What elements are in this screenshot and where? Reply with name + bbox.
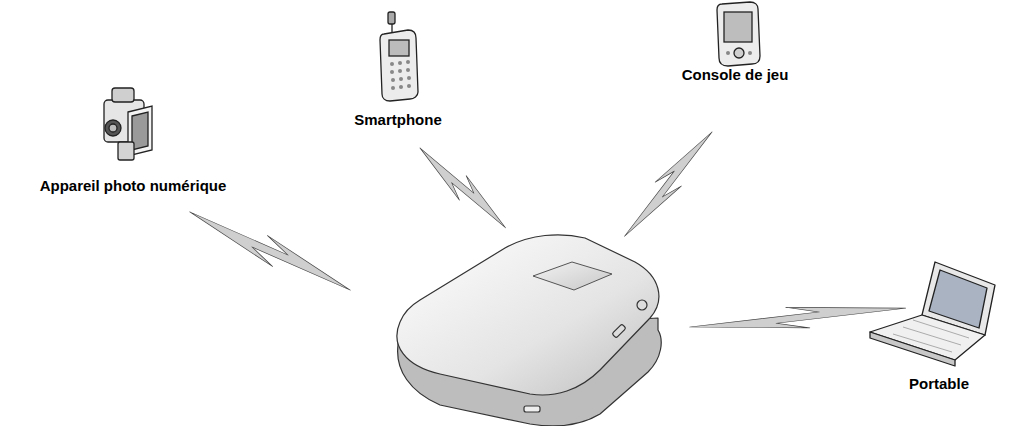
laptop-icon	[870, 262, 995, 366]
device-label: Appareil photo numérique	[40, 177, 227, 195]
console-icon	[717, 2, 760, 66]
mobile-router	[397, 235, 661, 426]
device-label: Console de jeu	[682, 66, 789, 84]
device-label: Smartphone	[354, 111, 442, 129]
device-label: Portable	[909, 375, 969, 393]
phone-icon	[380, 12, 418, 101]
camera-icon	[104, 88, 152, 160]
